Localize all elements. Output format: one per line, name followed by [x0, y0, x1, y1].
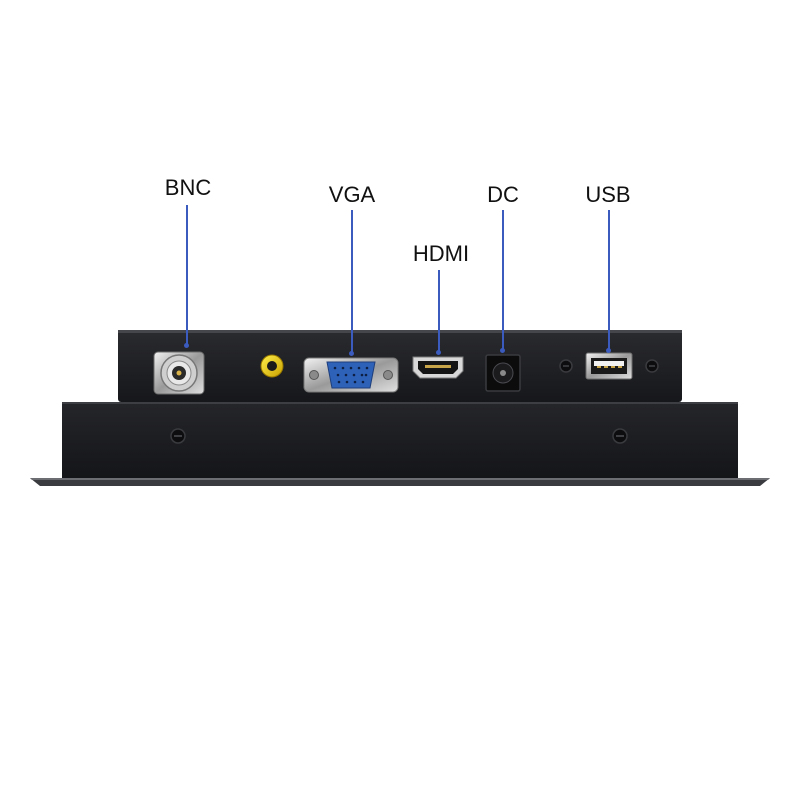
usb-label: USB	[585, 182, 631, 207]
rear-housing	[118, 330, 682, 402]
usb-screw-right	[645, 359, 659, 373]
hdmi-port	[412, 356, 464, 379]
bnc-leader	[184, 205, 189, 348]
vga-connector	[303, 357, 399, 393]
screw-right	[612, 428, 628, 444]
dc-label: DC	[487, 182, 519, 207]
screw-left	[170, 428, 186, 444]
usb-leader	[606, 210, 611, 353]
dc-leader	[500, 210, 505, 353]
bnc-connector	[153, 351, 205, 395]
hdmi-leader	[436, 270, 441, 355]
dc-jack	[485, 354, 521, 392]
front-bezel	[62, 402, 738, 478]
usb-screw-left	[559, 359, 573, 373]
hdmi-label: HDMI	[412, 241, 470, 266]
vga-leader	[349, 210, 354, 356]
vga-label: VGA	[328, 182, 376, 207]
av-jack	[260, 354, 284, 378]
bnc-label: BNC	[164, 175, 212, 200]
usb-port	[585, 352, 633, 380]
